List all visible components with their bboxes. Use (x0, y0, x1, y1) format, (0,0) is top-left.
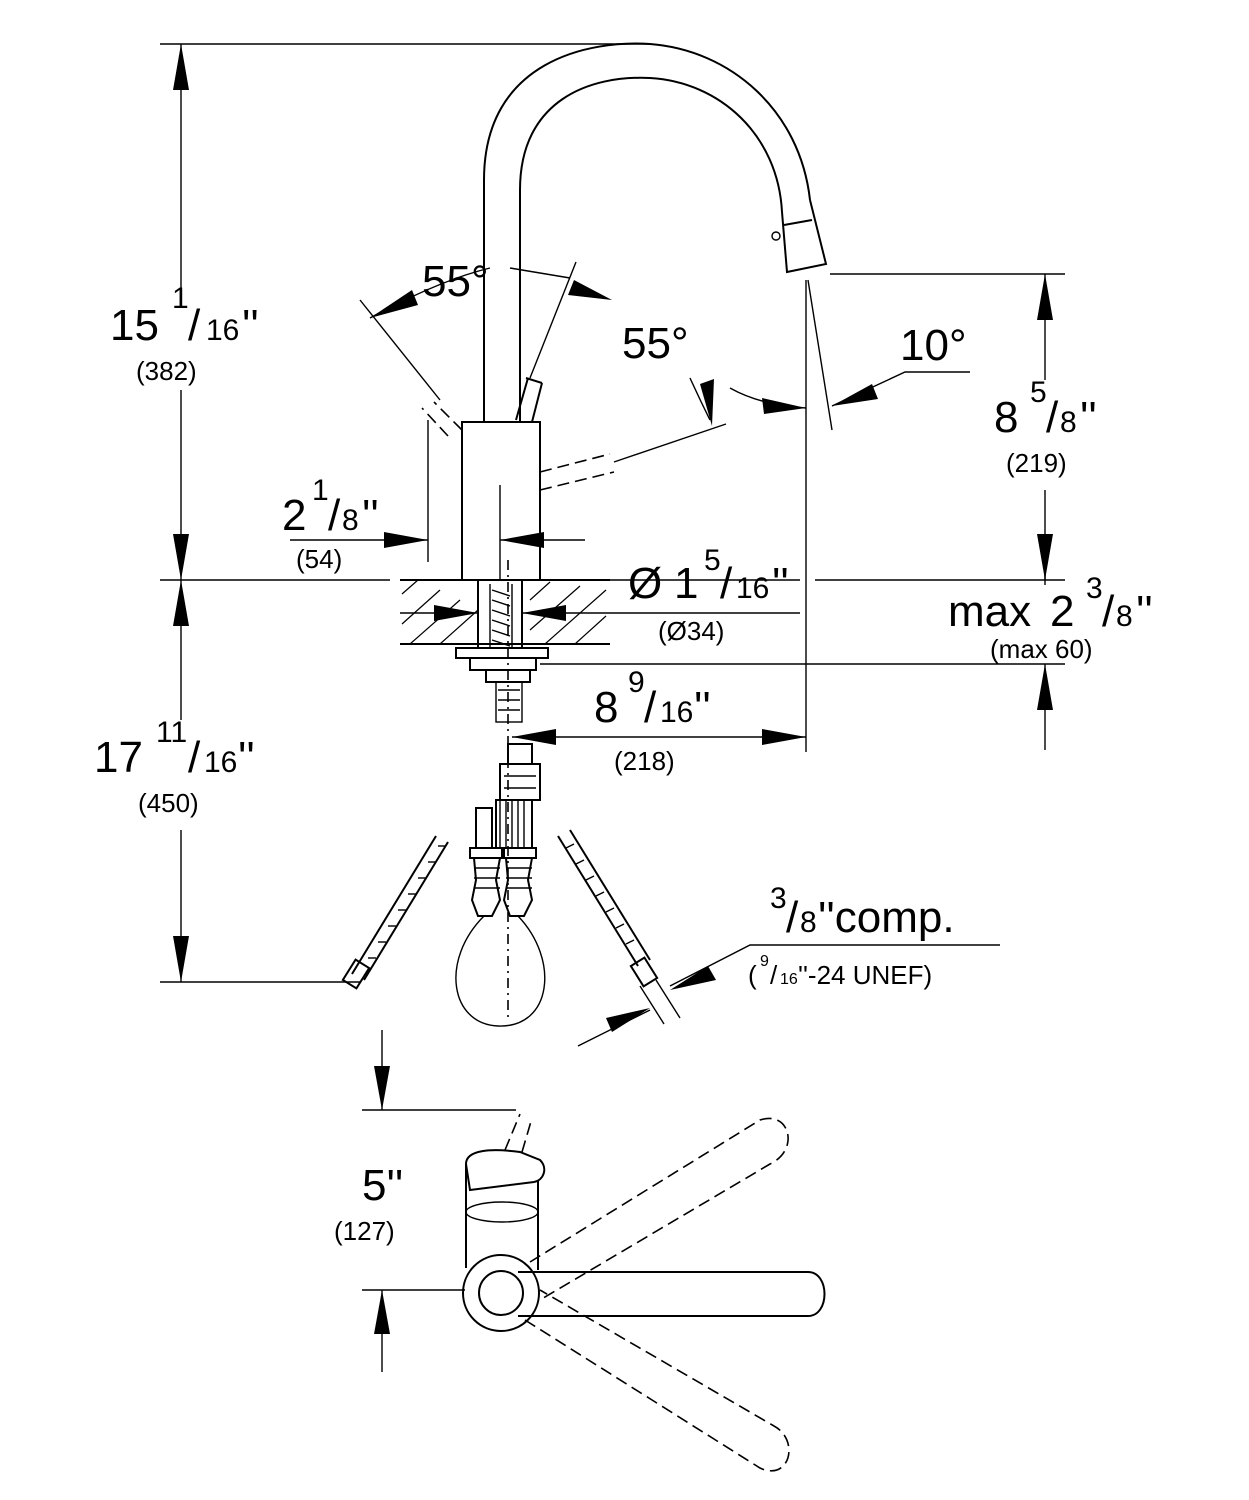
handle-offset-num: 1 (312, 474, 329, 507)
max-thickness-num: 3 (1086, 572, 1103, 605)
handle-offset-inch: '' (362, 491, 379, 540)
max-thickness-den: 8 (1116, 600, 1133, 633)
thread-slash: / (770, 960, 778, 990)
spray-tilt-angle: 10° (900, 321, 967, 370)
connection-slash: / (786, 893, 799, 942)
faucet-side-view (341, 42, 828, 1027)
spout-reach-inch: '' (694, 683, 711, 732)
connection-paren-open: ( (748, 960, 757, 990)
handle-offset-slash: / (328, 491, 341, 540)
connection-type: ''comp. (818, 893, 955, 942)
faucet-top-view (462, 1113, 826, 1472)
spout-height-whole: 8 (994, 393, 1018, 442)
max-thickness-slash: / (1102, 587, 1115, 636)
spout-reach-whole: 8 (594, 683, 618, 732)
spout-height-slash: / (1046, 393, 1059, 442)
right-supply-hose (557, 829, 681, 1025)
lever-angle-right: 55° (622, 319, 689, 368)
left-supply-hose (341, 835, 449, 990)
top-view-offset-mm: (127) (334, 1216, 395, 1246)
spout-height-den: 8 (1060, 406, 1077, 439)
spout-height-inch: '' (1080, 393, 1097, 442)
total-height-den: 16 (206, 314, 239, 347)
body-diameter-inch: '' (772, 559, 789, 608)
total-height-num: 1 (172, 282, 189, 315)
handle-offset-whole: 2 (282, 491, 306, 540)
below-deck-whole: 17 (94, 733, 143, 782)
handle-offset-mm: (54) (296, 544, 342, 574)
total-height-mm: (382) (136, 356, 197, 386)
spout-reach-mm: (218) (614, 746, 675, 776)
body-diameter-den: 16 (736, 572, 769, 605)
total-height-inch: '' (242, 301, 259, 350)
spout-reach-den: 16 (660, 696, 693, 729)
below-deck-mm: (450) (138, 788, 199, 818)
thread-den: 16 (780, 971, 798, 988)
handle-offset-den: 8 (342, 504, 359, 537)
dimension-labels: 15 1 / 16 '' (382) 55° 55° 10° 8 5 / 8 '… (94, 257, 1153, 1246)
body-diameter-symbol: Ø (628, 559, 662, 608)
max-thickness-prefix: max (948, 587, 1031, 636)
total-height-label: 15 (110, 301, 159, 350)
spout-reach-num: 9 (628, 666, 645, 699)
body-diameter-whole: 1 (674, 559, 698, 608)
below-deck-inch: '' (238, 733, 255, 782)
max-thickness-inch: '' (1136, 587, 1153, 636)
max-thickness-whole: 2 (1050, 587, 1074, 636)
spout-reach-slash: / (644, 683, 657, 732)
spout-height-num: 5 (1030, 376, 1047, 409)
body-diameter-slash: / (720, 559, 733, 608)
thread-spec: ''-24 UNEF) (798, 960, 932, 990)
spout-height-mm: (219) (1006, 448, 1067, 478)
connection-num: 3 (770, 882, 787, 915)
thread-num: 9 (760, 953, 769, 970)
top-view-offset: 5'' (362, 1161, 403, 1210)
below-deck-num: 11 (156, 716, 187, 749)
connection-den: 8 (800, 906, 817, 939)
below-deck-slash: / (188, 733, 201, 782)
lever-angle-left: 55° (422, 257, 489, 306)
body-diameter-num: 5 (704, 544, 721, 577)
body-diameter-mm: (Ø34) (658, 616, 724, 646)
dimension-lines (160, 43, 1065, 1372)
below-deck-den: 16 (204, 746, 237, 779)
total-height-slash: / (188, 301, 201, 350)
max-thickness-mm: (max 60) (990, 634, 1093, 664)
